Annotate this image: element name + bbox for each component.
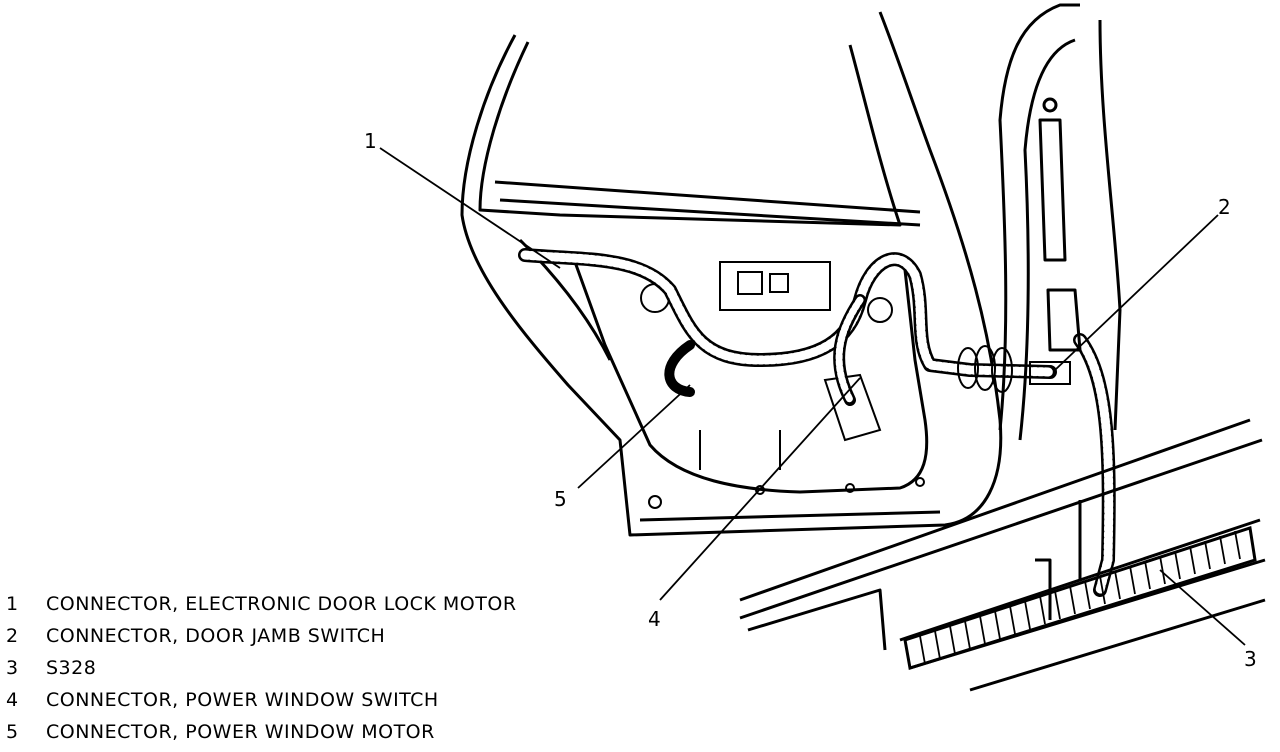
- callout-2: 2: [1218, 195, 1231, 219]
- legend-label: CONNECTOR, POWER WINDOW MOTOR: [46, 721, 435, 743]
- leader-line-1: [379, 147, 561, 269]
- legend-number: 1: [6, 593, 19, 615]
- parts-legend: 1 CONNECTOR, ELECTRONIC DOOR LOCK MOTOR …: [6, 588, 517, 748]
- rocker-panel: [739, 418, 1266, 692]
- wiring-harness: [518, 248, 1116, 597]
- callout-4: 4: [648, 607, 661, 631]
- leader-line-4: [659, 377, 861, 601]
- sill-conduit: [903, 526, 1257, 670]
- leader-line-3: [1159, 569, 1246, 646]
- legend-item: 4 CONNECTOR, POWER WINDOW SWITCH: [6, 684, 517, 716]
- legend-label: CONNECTOR, ELECTRONIC DOOR LOCK MOTOR: [46, 593, 517, 615]
- legend-item: 2 CONNECTOR, DOOR JAMB SWITCH: [6, 620, 517, 652]
- door-inner-panel: [640, 261, 925, 509]
- callout-5: 5: [554, 487, 567, 511]
- leader-line-2: [1054, 214, 1219, 371]
- legend-item: 1 CONNECTOR, ELECTRONIC DOOR LOCK MOTOR: [6, 588, 517, 620]
- legend-label: S328: [46, 657, 97, 679]
- legend-item: 3 S328: [6, 652, 517, 684]
- legend-number: 4: [6, 689, 19, 711]
- callout-3: 3: [1244, 647, 1257, 671]
- legend-number: 2: [6, 625, 19, 647]
- harness-grommet: [957, 345, 1071, 393]
- leader-line-5: [577, 384, 691, 489]
- legend-label: CONNECTOR, DOOR JAMB SWITCH: [46, 625, 386, 647]
- legend-number: 5: [6, 721, 19, 743]
- legend-label: CONNECTOR, POWER WINDOW SWITCH: [46, 689, 439, 711]
- door-jamb-pillar: [998, 3, 1122, 441]
- legend-number: 3: [6, 657, 19, 679]
- leader-lines: [379, 147, 1246, 646]
- rear-door-outline: [460, 11, 1003, 537]
- legend-item: 5 CONNECTOR, POWER WINDOW MOTOR: [6, 716, 517, 748]
- callout-1: 1: [364, 129, 377, 153]
